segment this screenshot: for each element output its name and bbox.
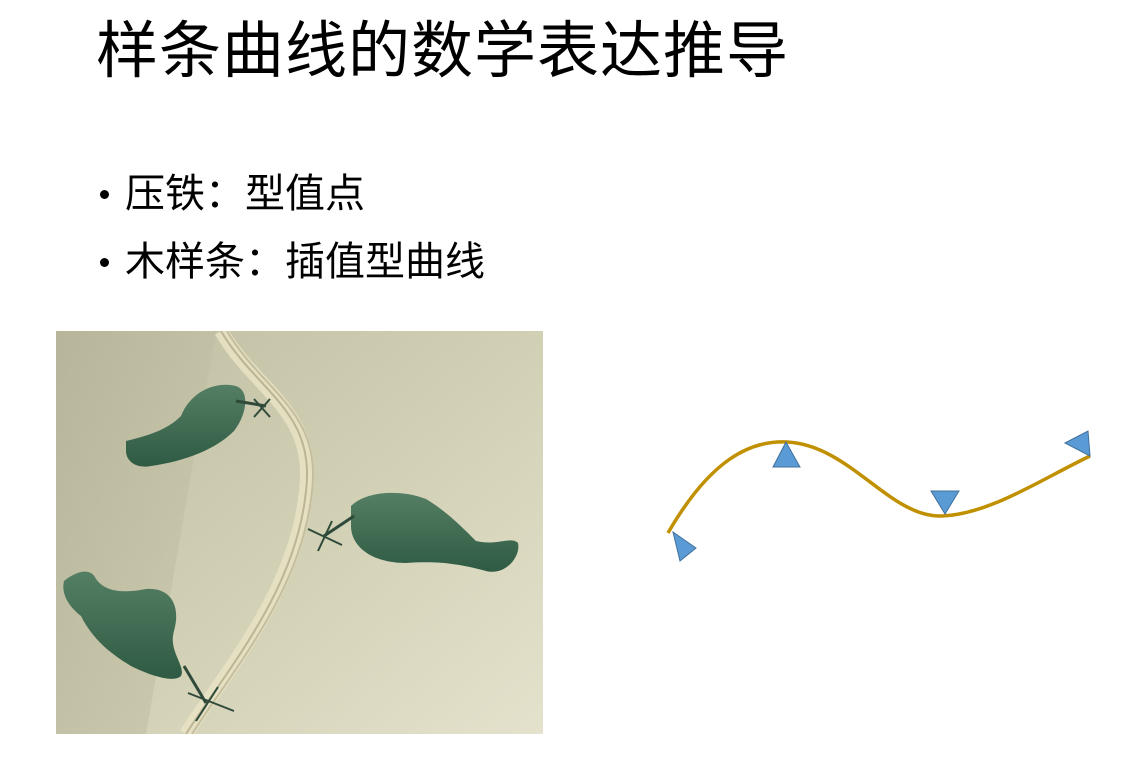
photo-illustration [56,331,543,734]
spline-diagram [666,430,1091,562]
triangle-marker-icon [1063,430,1091,457]
bullet-item-weights: 压铁：型值点 [96,160,485,228]
bullet-text: 压铁：型值点 [125,171,365,217]
spline-weight-duck [63,571,235,722]
triangle-marker-icon [772,440,801,468]
bullet-dot-icon [100,257,109,267]
slide-title: 样条曲线的数学表达推导 [96,14,790,87]
spline-curve [666,440,1091,534]
spline-weight-duck [126,384,271,467]
bullet-list: 压铁：型值点 木样条：插值型曲线 [96,160,485,296]
spline-weight-duck [307,492,519,572]
bullet-item-spline: 木样条：插值型曲线 [96,228,485,296]
bullet-dot-icon [100,189,109,199]
triangle-marker-icon [672,530,697,562]
triangle-marker-icon [930,490,960,515]
bullet-text: 木样条：插值型曲线 [125,239,485,285]
spline-weights-photo [56,331,543,734]
